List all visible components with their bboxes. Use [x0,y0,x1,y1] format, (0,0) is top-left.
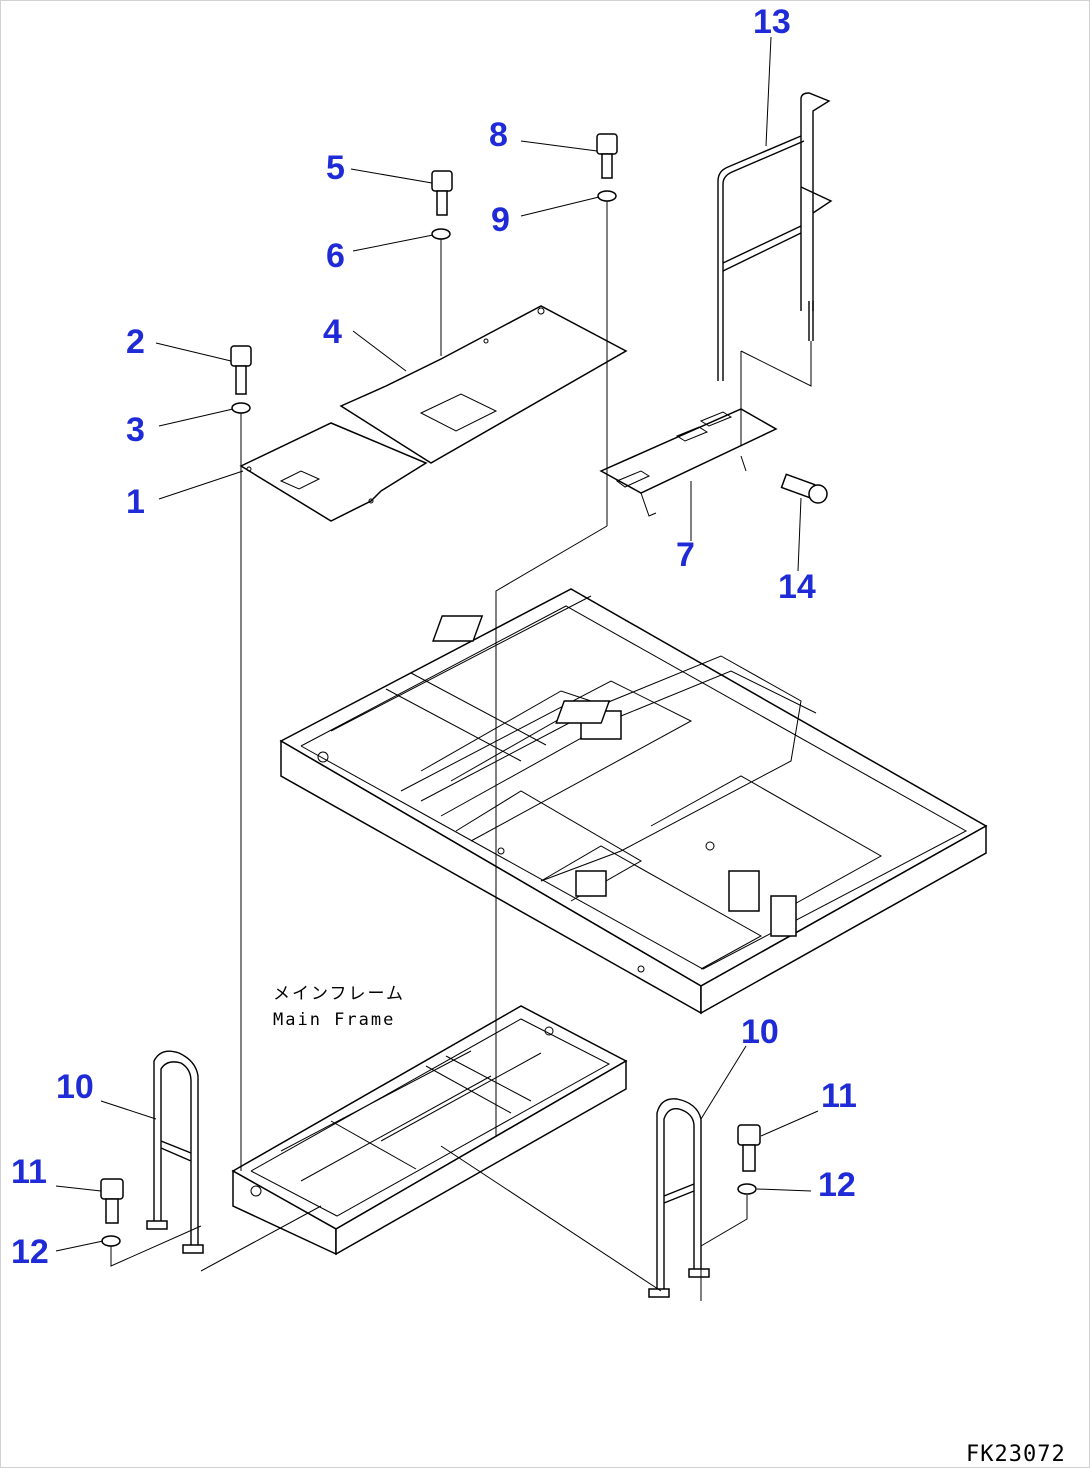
callout-13: 13 [753,3,791,41]
bolt-11-right [737,1124,761,1172]
step-plate-7 [599,408,778,517]
callout-5: 5 [326,149,345,187]
main-frame [279,588,988,1015]
handrail-10-right [648,1098,710,1298]
callout-6: 6 [326,237,345,275]
washer-12-right [737,1183,757,1195]
handrail-10-left [146,1050,204,1254]
leader-lines [55,36,819,1252]
callout-14: 14 [778,568,816,606]
callout-9: 9 [491,201,510,239]
bolt-5 [431,170,453,216]
washer-9 [597,190,617,202]
main-frame-caption-jp: メインフレーム [273,984,405,1004]
callout-11-right: 11 [821,1077,857,1115]
handrail-13 [717,92,833,381]
cover-plate-1 [239,422,428,522]
main-frame-caption-en: Main Frame [273,1010,395,1030]
callout-3: 3 [126,411,145,449]
assembly-lines [110,201,812,1301]
callout-11-left: 11 [11,1153,47,1191]
cover-plate-4 [339,305,628,464]
callout-1: 1 [126,483,145,521]
callout-7: 7 [676,536,695,574]
bolt-8 [596,133,618,179]
callout-4: 4 [323,313,342,351]
callout-12-left: 12 [11,1233,49,1271]
callout-labels: 1 2 3 4 5 6 7 8 9 10 10 11 11 12 12 13 1… [11,3,857,1271]
washer-3 [231,402,251,414]
callout-10-right: 10 [741,1013,779,1051]
bolt-2 [230,345,252,395]
bolt-11-left [100,1178,124,1224]
lower-step-frame [231,1005,628,1256]
callout-8: 8 [489,116,508,154]
washer-12-left [101,1235,121,1247]
callout-2: 2 [126,323,145,361]
callout-10-left: 10 [56,1068,94,1106]
pin-14 [780,473,828,504]
drawing-code: FK23072 [966,1442,1066,1467]
washer-6 [431,228,451,240]
callout-12-right: 12 [818,1166,856,1204]
